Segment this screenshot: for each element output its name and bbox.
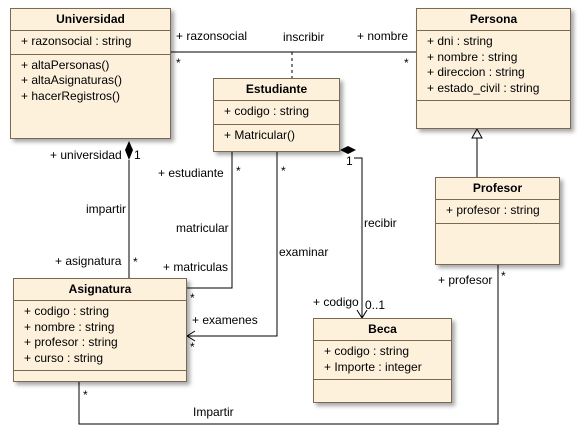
role-profesor: + profesor (438, 273, 493, 287)
class-name: Estudiante (214, 79, 339, 101)
role-examenes: + examenes (192, 313, 258, 327)
assoc-impartir-profesor (78, 265, 499, 425)
class-persona[interactable]: Persona + dni : string + nombre : string… (416, 8, 571, 129)
attribute: + direccion : string (427, 65, 525, 79)
class-name: Beca (314, 319, 451, 341)
multiplicity-estudiante-examinar: * (281, 164, 286, 178)
class-name: Asignatura (14, 279, 186, 301)
multiplicity-matriculas: * (190, 291, 195, 305)
operations-section: + altaPersonas() + altaAsignaturas() + h… (11, 55, 170, 109)
multiplicity-asignatura: * (133, 255, 138, 269)
role-asignatura: + asignatura (55, 254, 122, 268)
operations-section (436, 224, 559, 261)
class-name: Universidad (11, 9, 170, 31)
operations-section (314, 380, 451, 395)
attribute: + codigo : string (24, 304, 110, 318)
attribute: + Importe : integer (324, 359, 422, 374)
role-matriculas: + matriculas (163, 260, 229, 274)
attributes-section: + razonsocial : string (11, 31, 170, 55)
attribute: + estado_civil : string (427, 80, 540, 95)
class-universidad[interactable]: Universidad + razonsocial : string + alt… (10, 8, 171, 139)
attributes-section: + codigo : string + Importe : integer (314, 341, 451, 380)
role-nombre: + nombre (357, 29, 409, 43)
role-codigo: + codigo (313, 295, 359, 309)
attribute: + nombre : string (427, 49, 518, 64)
attribute: + codigo : string (224, 104, 310, 118)
attribute: + profesor : string (24, 335, 118, 349)
assoc-recibir (354, 157, 363, 318)
role-estudiante: + estudiante (158, 166, 224, 180)
operations-section (14, 371, 186, 384)
attribute: + curso : string (24, 350, 104, 365)
operation: + altaPersonas() (21, 57, 110, 72)
multiplicity-universidad-one: 1 (134, 148, 141, 162)
operation: + Matricular() (224, 127, 296, 142)
assoc-name-examinar: examinar (279, 245, 329, 259)
class-beca[interactable]: Beca + codigo : string + Importe : integ… (313, 318, 452, 403)
composition-diamond-estudiante (340, 146, 356, 154)
multiplicity-examenes: * (190, 340, 195, 354)
assoc-name-impartir: impartir (86, 202, 127, 216)
class-name: Profesor (436, 178, 559, 200)
attributes-section: + codigo : string (214, 101, 339, 125)
assoc-name-impartir-profesor: Impartir (193, 405, 234, 419)
role-razonsocial: + razonsocial (176, 29, 248, 43)
assoc-examinar (187, 152, 278, 337)
multiplicity-beca: 0..1 (365, 298, 386, 312)
assoc-name-recibir: recibir (364, 216, 397, 230)
operations-section: + Matricular() (214, 125, 339, 148)
attribute: + codigo : string (324, 344, 410, 358)
attribute: + razonsocial : string (21, 34, 132, 48)
multiplicity-estudiante-beca-one: 1 (346, 154, 353, 168)
multiplicity-asignatura-impartir: * (83, 388, 88, 402)
composition-diamond-universidad (125, 141, 133, 160)
class-estudiante[interactable]: Estudiante + codigo : string + Matricula… (213, 78, 340, 152)
assoc-matricular (187, 152, 233, 289)
class-asignatura[interactable]: Asignatura + codigo : string + nombre : … (13, 278, 187, 382)
arrowhead-examinar (186, 330, 196, 342)
class-profesor[interactable]: Profesor + profesor : string (435, 177, 560, 265)
attribute: + nombre : string (24, 319, 115, 334)
multiplicity-profesor: * (501, 269, 506, 283)
attribute: + dni : string (427, 34, 493, 48)
class-name: Persona (417, 9, 570, 31)
operation: + hacerRegistros() (21, 88, 121, 103)
multiplicity-estudiante-matricular: * (236, 164, 241, 178)
operations-section (417, 101, 570, 120)
multiplicity-universidad-persona: * (176, 56, 181, 70)
role-universidad: + universidad (50, 148, 122, 162)
assoc-name-inscribir: inscribir (283, 30, 325, 44)
operation: + altaAsignaturas() (21, 73, 123, 87)
attributes-section: + dni : string + nombre : string + direc… (417, 31, 570, 101)
multiplicity-persona: * (404, 56, 409, 70)
assoc-name-matricular: matricular (176, 221, 229, 235)
attributes-section: + codigo : string + nombre : string + pr… (14, 301, 186, 371)
attributes-section: + profesor : string (436, 200, 559, 224)
attribute: + profesor : string (446, 203, 540, 217)
generalization-arrowhead (471, 127, 483, 139)
